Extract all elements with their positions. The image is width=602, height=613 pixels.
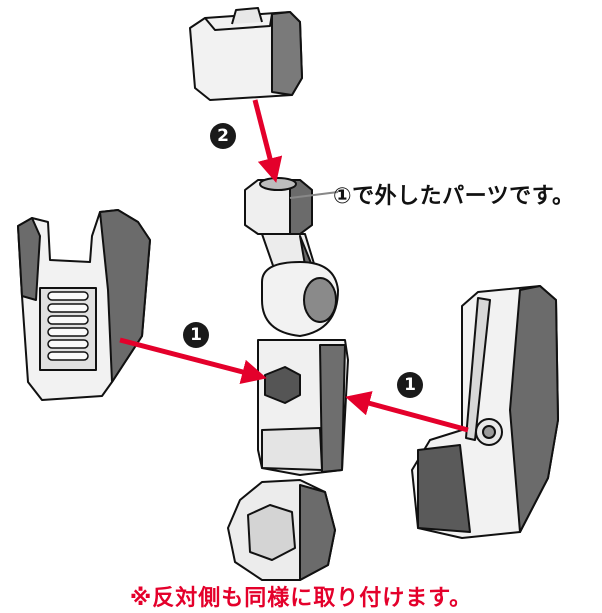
footnote-text: ※反対側も同様に取り付けます。: [129, 586, 473, 611]
step-1-badge-left: 1: [183, 322, 209, 348]
right-armor-part: [411, 285, 559, 539]
callout-leader-line: [289, 191, 339, 199]
top-cap-part: [189, 7, 303, 101]
step-1-badge-right: 1: [397, 372, 423, 398]
callout-label: ①で外したパーツです。: [333, 184, 575, 209]
step-2-badge: 2: [210, 123, 236, 149]
arrow-step-1-right: [345, 391, 469, 433]
arrow-step-2: [252, 99, 283, 183]
left-armor-part: [17, 209, 151, 401]
arrow-step-1-left: [119, 337, 267, 385]
leg-frame-part: [227, 177, 349, 581]
